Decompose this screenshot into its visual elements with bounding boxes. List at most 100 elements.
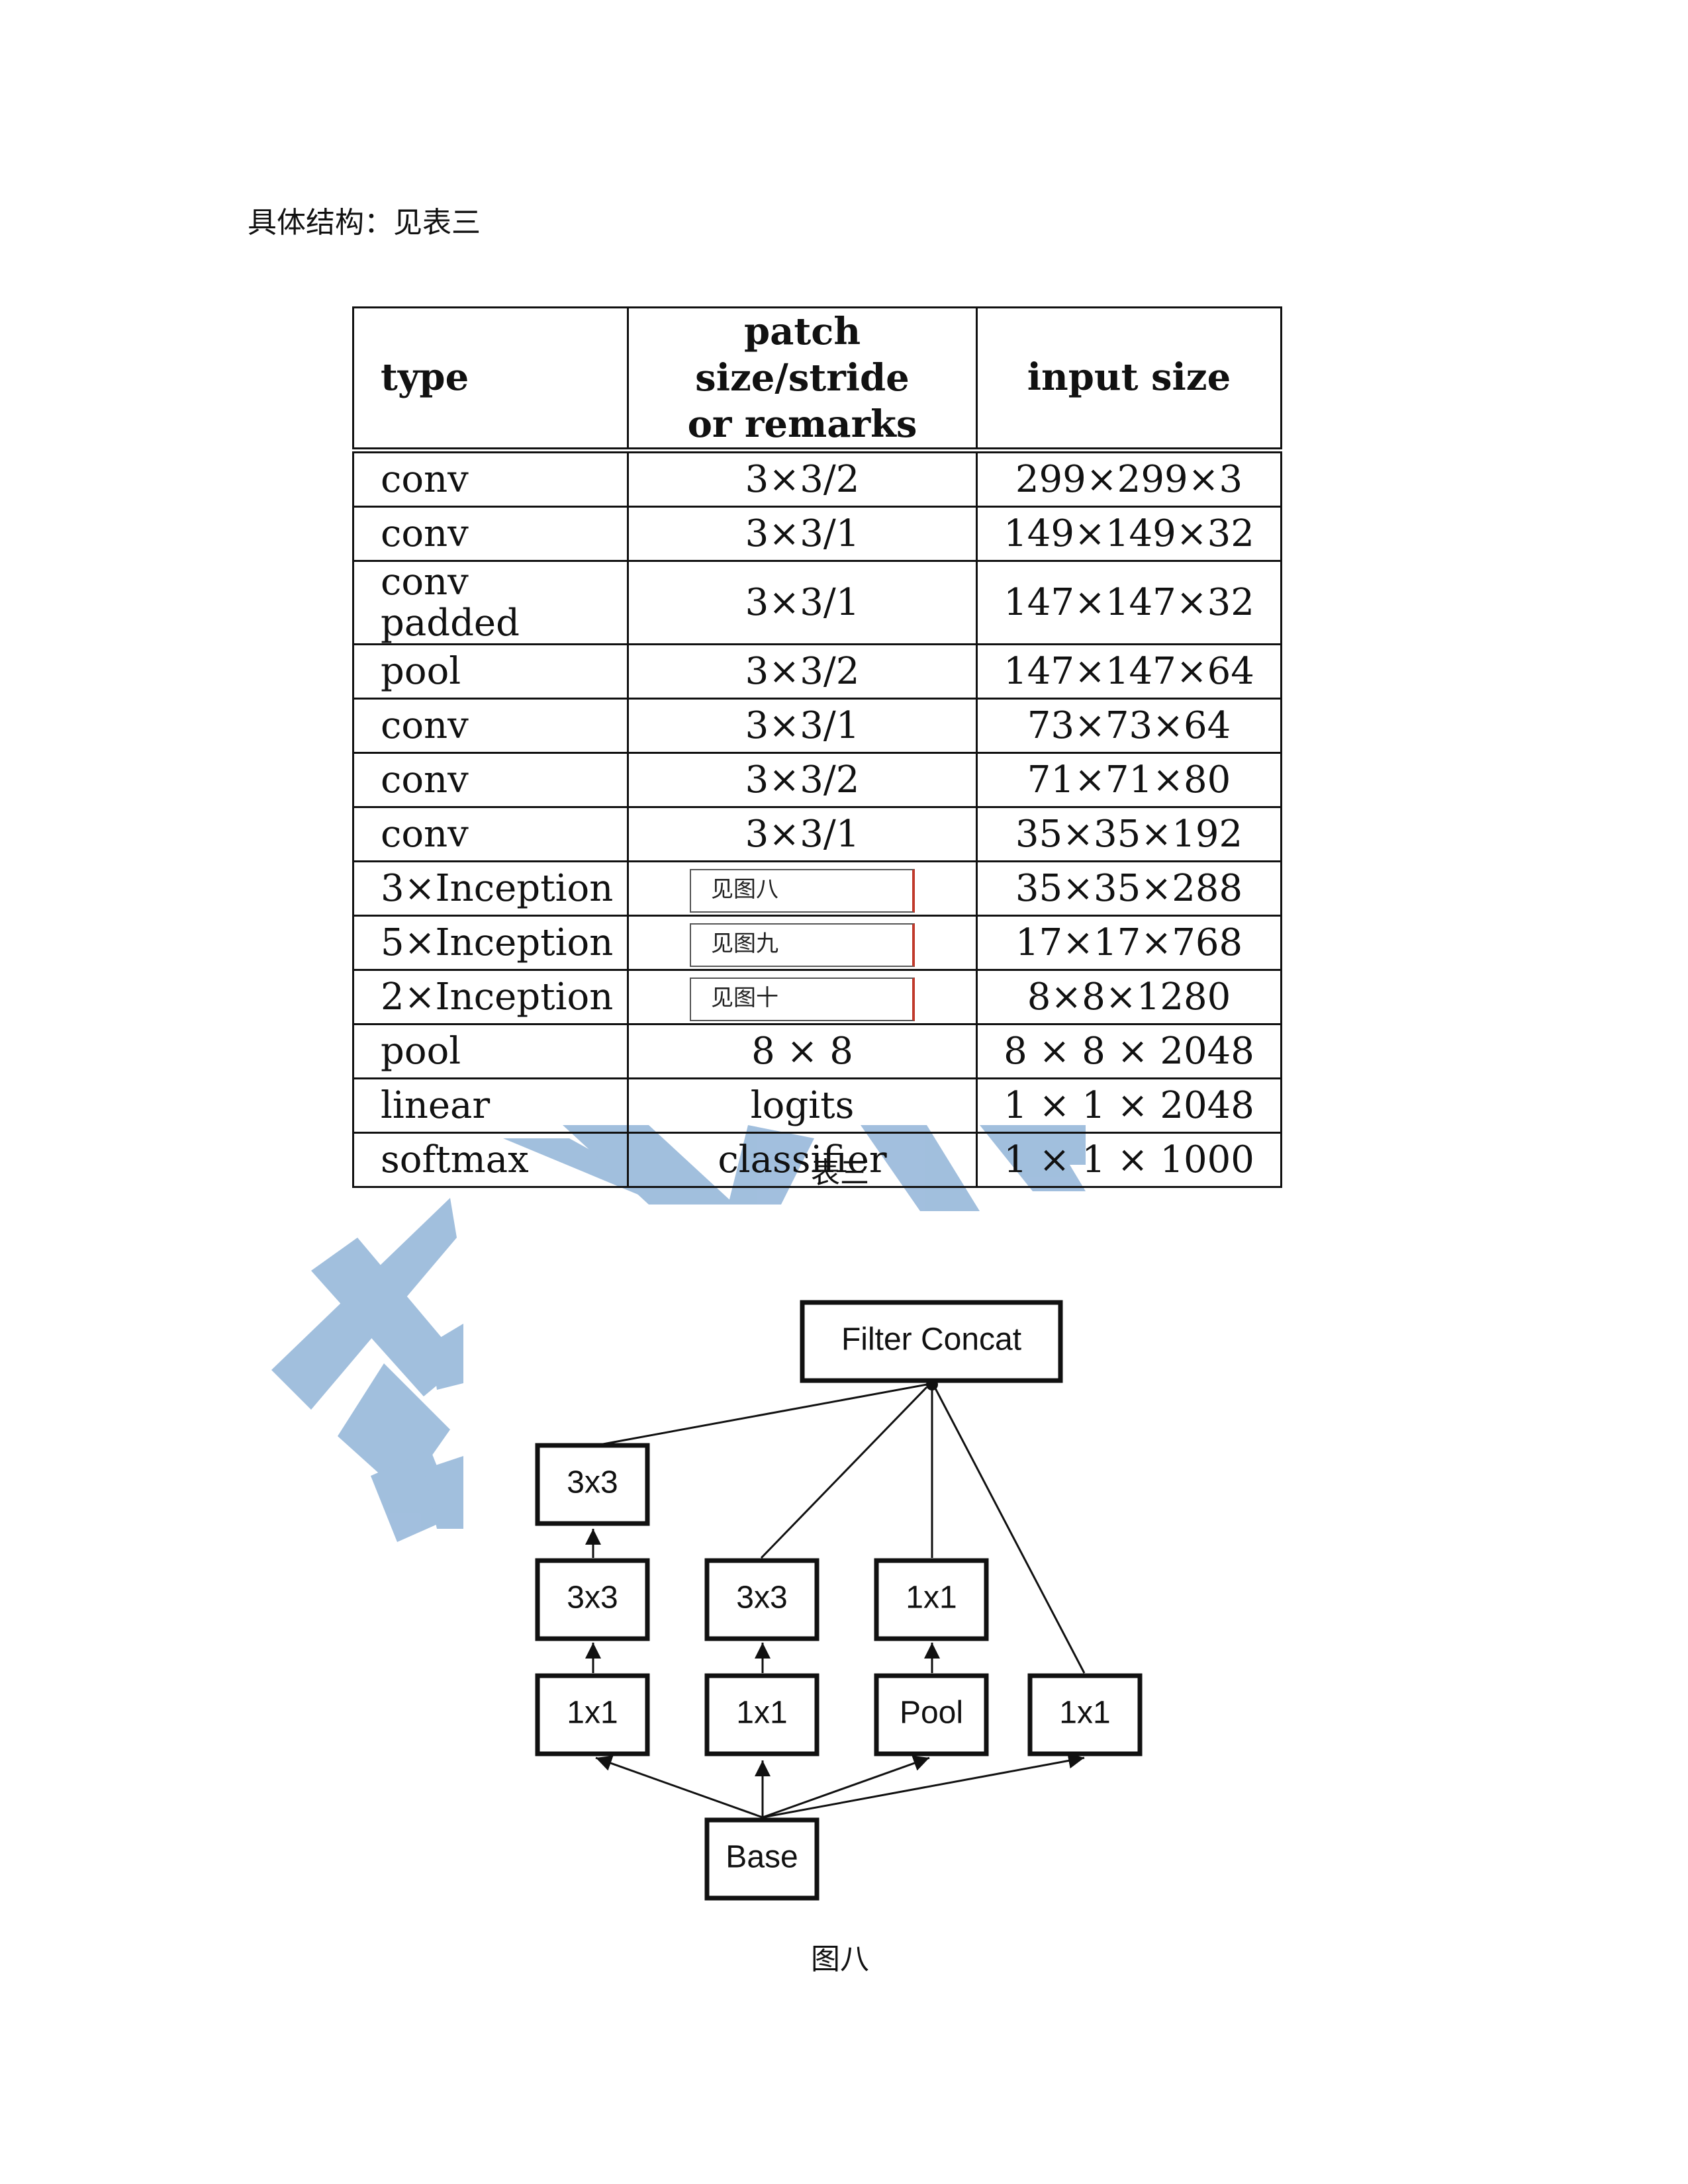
row-input-size: 147×147×32 (976, 559, 1282, 646)
row-type: conv (352, 806, 629, 863)
node-b4-bot-box (1027, 1673, 1143, 1756)
node-b2-bot-label: 1x1 (736, 1696, 787, 1731)
node-base-label: Base (726, 1840, 798, 1875)
node-b1-bot-box (535, 1673, 650, 1756)
row-input-size: 73×73×64 (976, 698, 1282, 754)
row-input-size: 8×8×1280 (976, 969, 1282, 1026)
row-patch: logits (627, 1077, 978, 1134)
node-b2-mid: 3x3 (704, 1558, 820, 1641)
node-b4-bot-label: 1x1 (1059, 1696, 1110, 1731)
node-b1-top: 3x3 (535, 1443, 650, 1526)
row-patch: 见图九 (627, 915, 978, 972)
row-input-size: 35×35×192 (976, 806, 1282, 863)
table-row: pool 3×3/2 147×147×64 (352, 643, 1282, 700)
node-base-box (704, 1817, 820, 1901)
row-input-size: 35×35×288 (976, 860, 1282, 917)
node-b1-top-label: 3x3 (567, 1465, 618, 1500)
row-input-size: 299×299×3 (976, 449, 1282, 508)
node-b2-mid-label: 3x3 (736, 1580, 787, 1615)
node-b1-bot: 1x1 (535, 1673, 650, 1756)
row-input-size: 71×71×80 (976, 752, 1282, 809)
row-type: softmax (352, 1132, 629, 1189)
row-type: linear (352, 1077, 629, 1134)
table-row: linear logits 1 × 1 × 2048 (352, 1077, 1282, 1134)
note-box-link[interactable]: 见图九 (690, 923, 915, 968)
table-row: conv padded 3×3/1 147×147×32 (352, 559, 1282, 646)
row-patch: 8 × 8 (627, 1023, 978, 1080)
architecture-table: type patch size/stride or remarks input … (352, 306, 1282, 1189)
node-b3-mid: 1x1 (874, 1558, 989, 1641)
row-type: 3×Inception (352, 860, 629, 917)
table-row: conv 3×3/1 73×73×64 (352, 698, 1282, 754)
node-filter-concat: Filter Concat (800, 1300, 1063, 1383)
table-row: 3×Inception 见图八 35×35×288 (352, 860, 1282, 917)
header-type: type (352, 306, 629, 451)
row-patch: 3×3/1 (627, 698, 978, 754)
node-base: Base (704, 1817, 820, 1901)
row-patch: 3×3/2 (627, 752, 978, 809)
row-input-size: 149×149×32 (976, 506, 1282, 562)
row-type: conv (352, 449, 629, 508)
row-patch: classifier (627, 1132, 978, 1189)
node-b4-bot: 1x1 (1027, 1673, 1143, 1756)
row-type: conv (352, 698, 629, 754)
header-patch-line2: or remarks (687, 402, 917, 446)
row-input-size: 17×17×768 (976, 915, 1282, 972)
node-b2-bot-box (704, 1673, 820, 1756)
node-b1-top-box (535, 1443, 650, 1526)
node-b1-mid-box (535, 1558, 650, 1641)
row-patch: 见图八 (627, 860, 978, 917)
node-filter-concat-label: Filter Concat (841, 1322, 1021, 1357)
table-row: conv 3×3/2 71×71×80 (352, 752, 1282, 809)
node-b1-bot-label: 1x1 (567, 1696, 618, 1731)
edge-base-to-b4 (762, 1752, 1085, 1819)
row-patch: 见图十 (627, 969, 978, 1026)
node-filter-concat-box (800, 1300, 1063, 1383)
intro-text: 具体结构：见表三 (248, 206, 481, 240)
row-type: pool (352, 1023, 629, 1080)
row-type: conv (352, 506, 629, 562)
header-input-size: input size (976, 306, 1282, 451)
row-patch: 3×3/2 (627, 643, 978, 700)
header-patch: patch size/stride or remarks (627, 306, 978, 451)
edge-b1-to-concat (595, 1383, 927, 1447)
row-input-size: 1 × 1 × 1000 (976, 1132, 1282, 1189)
node-b3-bot: Pool (874, 1673, 989, 1756)
edge-b4-to-concat (933, 1387, 1086, 1674)
table-row: pool 8 × 8 8 × 8 × 2048 (352, 1023, 1282, 1080)
row-patch: 3×3/1 (627, 806, 978, 863)
row-patch: 3×3/1 (627, 559, 978, 646)
row-type: pool (352, 643, 629, 700)
row-input-size: 147×147×64 (976, 643, 1282, 700)
edge-base-to-b1 (595, 1755, 763, 1819)
node-b3-bot-box (874, 1673, 989, 1756)
row-patch: 3×3/1 (627, 506, 978, 562)
table-row: conv 3×3/2 299×299×3 (352, 449, 1282, 508)
note-box-link[interactable]: 见图十 (690, 978, 915, 1022)
node-b3-mid-label: 1x1 (906, 1580, 957, 1615)
node-b3-bot-label: Pool (900, 1696, 963, 1731)
node-b1-mid-label: 3x3 (567, 1580, 618, 1615)
node-b1-mid: 3x3 (535, 1558, 650, 1641)
row-type: conv (352, 752, 629, 809)
node-b2-mid-box (704, 1558, 820, 1641)
note-box-link[interactable]: 见图八 (690, 869, 915, 913)
row-input-size: 1 × 1 × 2048 (976, 1077, 1282, 1134)
table-row: conv 3×3/1 149×149×32 (352, 506, 1282, 562)
edge-base-to-b3 (762, 1755, 930, 1819)
table-row: conv 3×3/1 35×35×192 (352, 806, 1282, 863)
node-b2-bot: 1x1 (704, 1673, 820, 1756)
table-header-row: type patch size/stride or remarks input … (352, 306, 1282, 451)
header-patch-line1: patch size/stride (695, 310, 910, 400)
edge-b2-to-concat (760, 1386, 928, 1559)
table-caption: 表三 (811, 1156, 869, 1190)
row-patch: 3×3/2 (627, 449, 978, 508)
table-row: softmax classifier 1 × 1 × 1000 (352, 1132, 1282, 1189)
figure-caption: 图八 (811, 1942, 869, 1976)
diagram-edges (585, 1379, 1086, 1819)
row-type: 5×Inception (352, 915, 629, 972)
row-input-size: 8 × 8 × 2048 (976, 1023, 1282, 1080)
table-row: 5×Inception 见图九 17×17×768 (352, 915, 1282, 972)
row-type: conv padded (352, 559, 629, 646)
